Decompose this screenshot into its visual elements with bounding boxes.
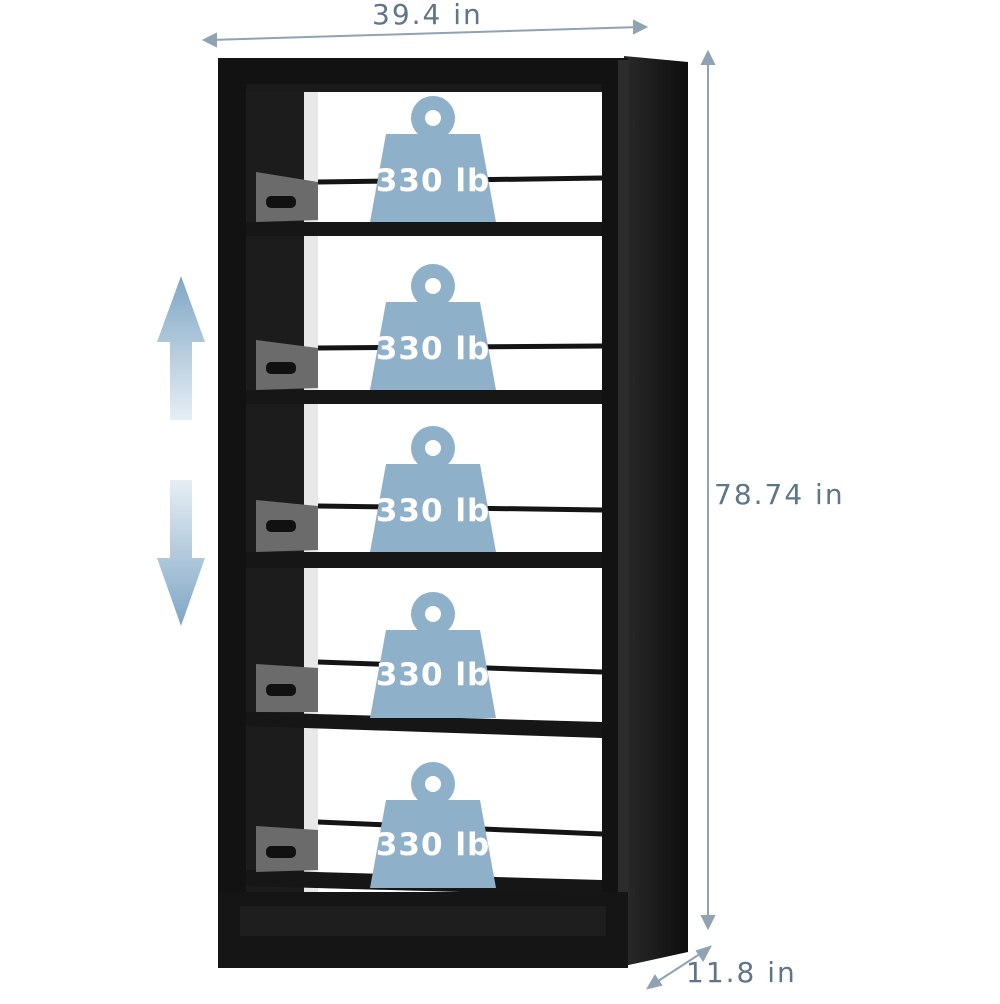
adjust-height-arrow-icon	[157, 276, 205, 626]
shelf-2	[246, 340, 603, 404]
weight-icon: 330 lb	[370, 264, 496, 390]
depth-dimension-line	[645, 945, 713, 990]
shelf-4-capacity-label: 330 lb	[376, 657, 490, 693]
shelf-5-capacity-label: 330 lb	[376, 827, 490, 863]
shelf-3	[246, 500, 603, 568]
height-dimension-line	[700, 49, 716, 931]
shelf-3-capacity-label: 330 lb	[376, 493, 490, 529]
weight-icon: 330 lb	[370, 96, 496, 222]
shelf-1-capacity-label: 330 lb	[376, 163, 490, 199]
width-dimension-line	[201, 19, 649, 48]
shelf-2-capacity-label: 330 lb	[376, 331, 490, 367]
depth-dimension-label: 11.8 in	[686, 956, 797, 989]
weight-icon: 330 lb	[370, 762, 496, 888]
weight-icon: 330 lb	[370, 592, 496, 718]
weight-icon: 330 lb	[370, 426, 496, 552]
height-dimension-label: 78.74 in	[714, 478, 845, 511]
width-dimension-label: 39.4 in	[372, 0, 483, 31]
